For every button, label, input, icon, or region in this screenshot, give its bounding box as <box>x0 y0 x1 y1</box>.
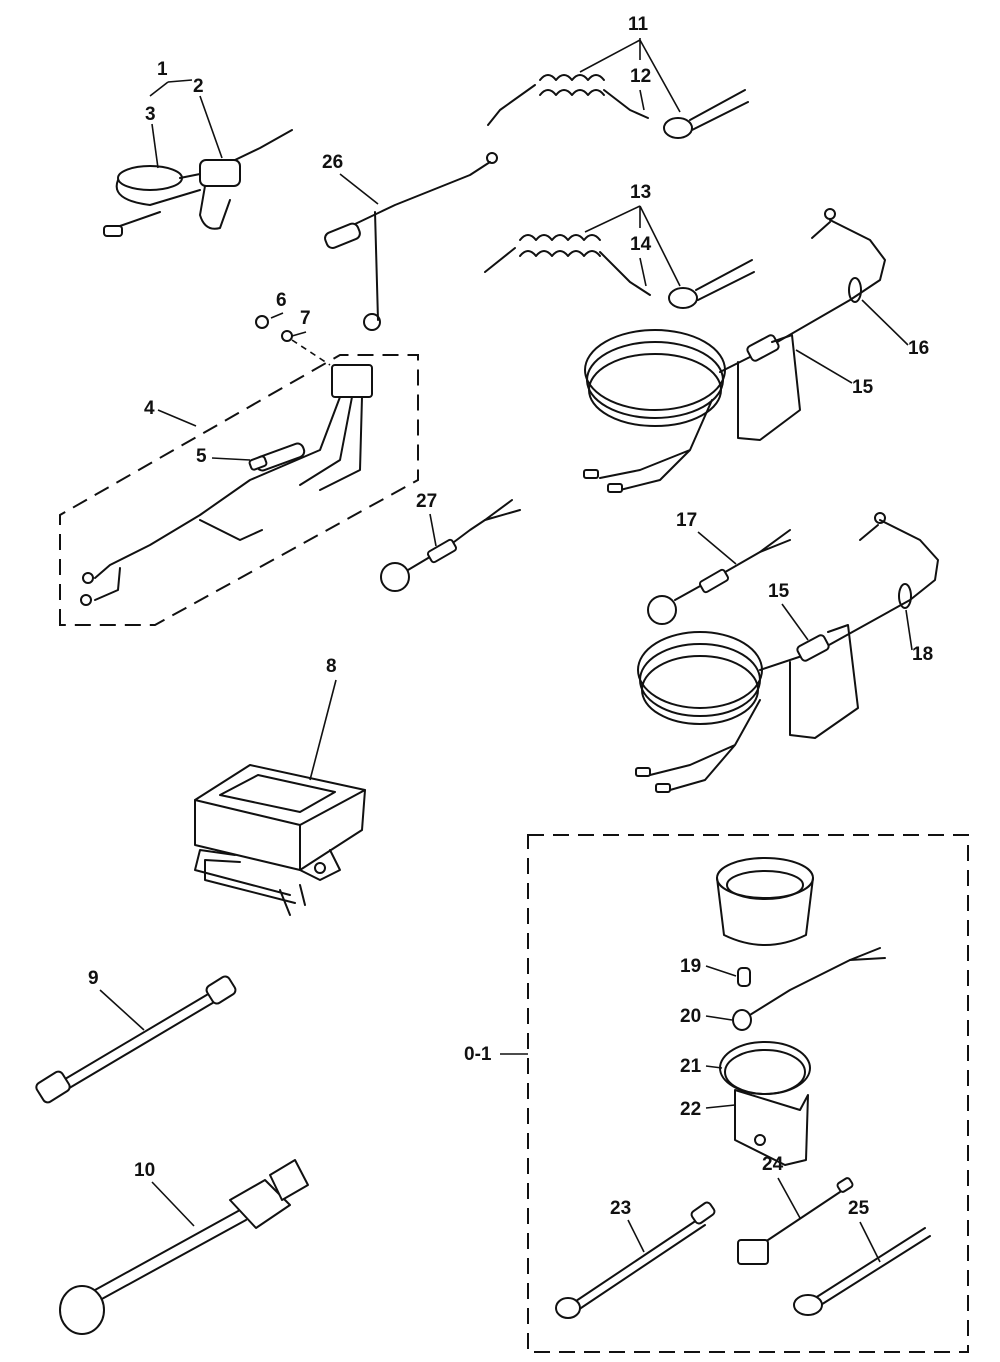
callout-3: 3 <box>145 104 156 125</box>
callout-26: 26 <box>322 152 343 173</box>
callout-0-1: 0-1 <box>464 1044 492 1065</box>
callout-16: 16 <box>908 338 929 359</box>
callout-15-upper: 15 <box>852 377 874 398</box>
callout-8: 8 <box>326 656 337 677</box>
callout-24: 24 <box>762 1154 784 1175</box>
callout-group-1-2-3: 1 2 3 <box>145 59 223 169</box>
part-18-15-cable-assembly <box>635 512 939 793</box>
callout-22: 22 <box>680 1099 701 1120</box>
part-21-ring <box>719 1041 811 1095</box>
part-27-harness <box>380 499 521 592</box>
callout-17: 17 <box>676 510 697 531</box>
callout-4: 4 <box>144 398 155 419</box>
part-19-bulb <box>737 967 751 987</box>
part-1-lanyard-lead <box>103 129 293 237</box>
part-22-bracket <box>734 1089 809 1166</box>
callout-7: 7 <box>300 308 311 329</box>
callout-23: 23 <box>610 1198 631 1219</box>
callout-12: 12 <box>630 66 651 87</box>
part-16-15-cable-assembly <box>583 208 886 493</box>
part-10-main-harness <box>59 1159 309 1335</box>
callout-10: 10 <box>134 1160 155 1181</box>
callout-13: 13 <box>630 182 651 203</box>
part-26-harness <box>324 152 498 331</box>
callout-5: 5 <box>196 446 207 467</box>
callout-1: 1 <box>157 59 168 80</box>
part-25-lead <box>793 1227 931 1316</box>
callout-20: 20 <box>680 1006 701 1027</box>
callout-18: 18 <box>912 644 933 665</box>
dashed-box-part-4 <box>59 354 419 626</box>
callout-9: 9 <box>88 968 99 989</box>
part-13-lanyard-switch <box>484 234 755 309</box>
part-gauge-housing <box>716 857 814 946</box>
part-24-lead <box>737 1177 854 1265</box>
callout-15-lower: 15 <box>768 581 790 602</box>
part-9-cable <box>35 975 237 1104</box>
callout-25: 25 <box>848 1198 870 1219</box>
part-4-harness <box>80 315 373 606</box>
callout-6: 6 <box>276 290 287 311</box>
callout-21: 21 <box>680 1056 702 1077</box>
part-11-lanyard-switch <box>487 74 749 139</box>
callout-19: 19 <box>680 956 701 977</box>
part-20-socket <box>732 947 886 1031</box>
part-8-module <box>194 764 366 916</box>
part-23-lead <box>555 1201 716 1319</box>
callout-11: 11 <box>628 14 649 35</box>
callout-27: 27 <box>416 491 437 512</box>
dashed-box-kit-0-1 <box>527 834 969 1353</box>
callout-2: 2 <box>193 76 204 97</box>
part-17-harness <box>647 529 791 625</box>
callout-14: 14 <box>630 234 652 255</box>
